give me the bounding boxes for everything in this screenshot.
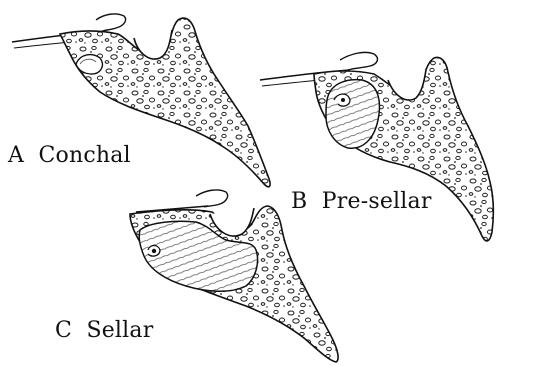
panel-c-sellar — [130, 190, 338, 362]
panel-a-label: Conchal — [38, 143, 130, 168]
panel-b-label: Pre-sellar — [322, 189, 432, 214]
panel-c-ostium-dot — [152, 249, 156, 253]
panel-c-letter: C — [55, 318, 72, 343]
panel-a-clinoid-process — [96, 14, 126, 32]
panel-b-clinoid-process — [340, 52, 377, 70]
panel-b-caption: B Pre-sellar — [291, 189, 432, 214]
panel-c-caption: C Sellar — [55, 318, 153, 343]
panel-b-ostium-dot — [341, 98, 345, 102]
panel-a-letter: A — [8, 143, 24, 168]
panel-b-letter: B — [291, 189, 307, 214]
panel-c-label: Sellar — [86, 318, 153, 343]
panel-b-sphenoid-sinus — [326, 80, 379, 149]
panel-c-clinoid-process — [196, 190, 228, 207]
panel-a-caption: A Conchal — [8, 143, 131, 168]
